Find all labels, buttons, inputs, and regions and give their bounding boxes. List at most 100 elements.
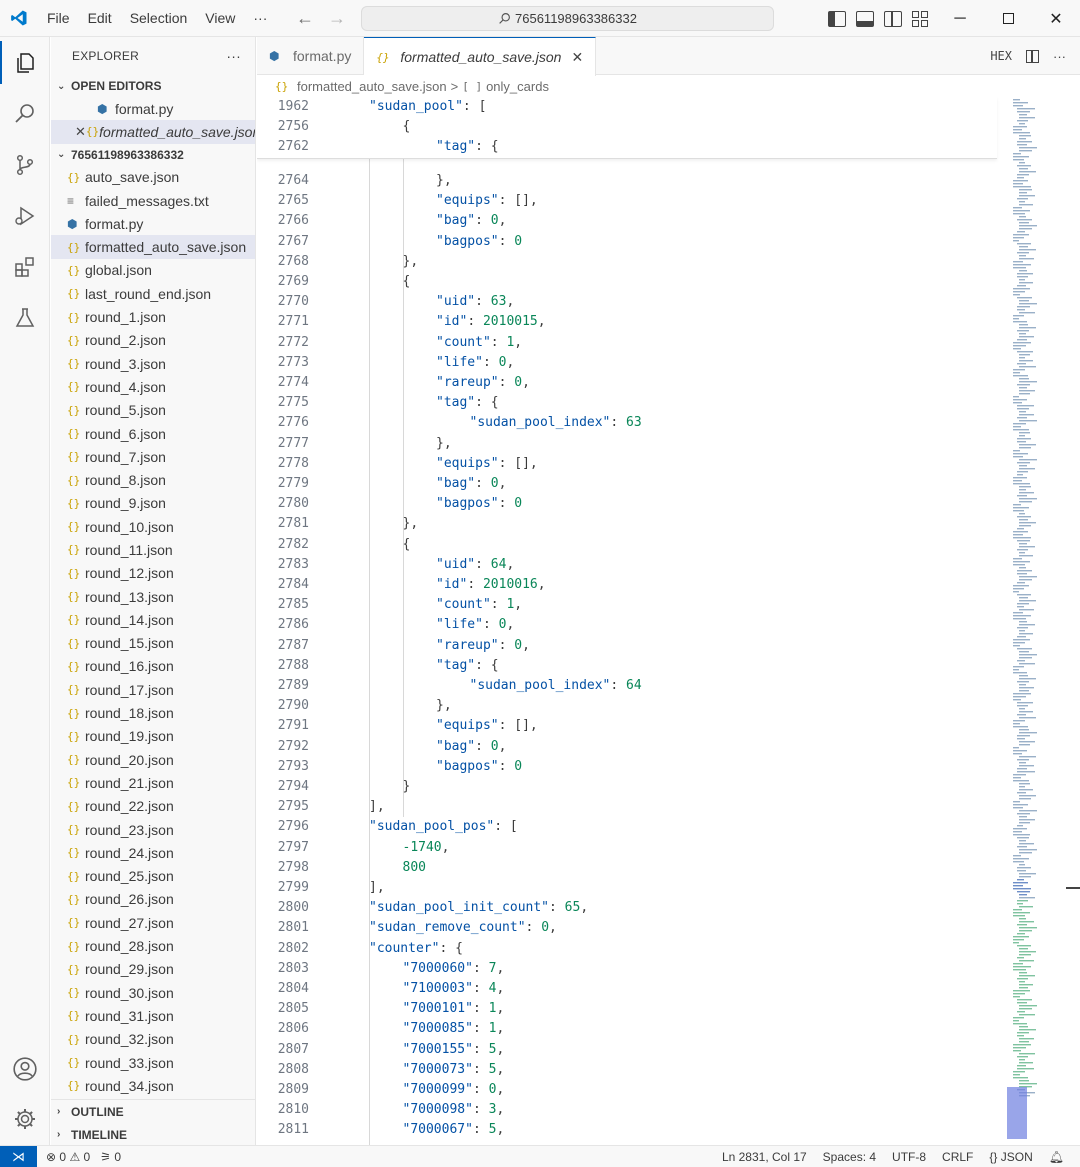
close-icon[interactable]: ✕ [75,123,86,139]
file-tree-item[interactable]: {}round_15.json [51,632,255,655]
file-tree-item[interactable]: {}auto_save.json [51,166,255,189]
outline-section[interactable]: › OUTLINE [51,1100,255,1123]
back-arrow-icon[interactable]: ← [296,8,314,28]
file-tree-item[interactable]: {}round_34.json [51,1074,255,1097]
file-tree-item[interactable]: {}round_22.json [51,795,255,818]
file-tree-item[interactable]: {}round_23.json [51,818,255,841]
ports-indicator[interactable]: ⚞ 0 [100,1150,121,1164]
tab-format-py[interactable]: ⬢ format.py [257,37,365,75]
run-debug-icon[interactable] [0,190,50,241]
toggle-panel-icon[interactable] [856,10,874,27]
file-tree-item[interactable]: {}round_20.json [51,748,255,771]
file-tree-item[interactable]: {}round_8.json [51,468,255,491]
customize-layout-icon[interactable] [912,10,928,27]
menu-item[interactable]: Edit [87,9,112,26]
open-editor-item[interactable]: ✕{}formatted_auto_save.json [51,120,255,144]
explorer-more-actions[interactable]: ··· [226,48,241,64]
vertical-scrollbar[interactable] [1066,97,1080,1145]
end-of-line[interactable]: CRLF [942,1150,974,1164]
file-tree-item[interactable]: {}round_10.json [51,515,255,538]
file-tree-item[interactable]: {}round_14.json [51,608,255,631]
testing-flask-icon[interactable] [0,292,50,343]
cursor-position[interactable]: Ln 2831, Col 17 [721,1150,807,1164]
tab-formatted-auto-save-json[interactable]: {} formatted_auto_save.json ✕ [364,37,597,76]
manage-gear-icon[interactable] [0,1093,50,1144]
file-tree-item[interactable]: ⬢format.py [51,212,255,235]
remote-indicator-icon[interactable]: ⋊ [0,1145,37,1167]
file-tree-item[interactable]: ≡failed_messages.txt [51,189,255,212]
minimap-line [1017,549,1028,551]
breadcrumb-file[interactable]: formatted_auto_save.json [297,78,447,94]
language-mode[interactable]: {} JSON [989,1150,1032,1164]
forward-arrow-icon[interactable]: → [328,8,346,28]
close-icon[interactable]: ✕ [1049,10,1063,28]
file-tree-item[interactable]: {}round_29.json [51,958,255,981]
file-tree-item[interactable]: {}round_24.json [51,841,255,864]
broadcast-icon: ⚞ [100,1149,111,1164]
code-editor[interactable]: 1962"sudan_pool": [2756{2762"tag": { 276… [257,97,1007,1145]
file-tree-item[interactable]: {}round_17.json [51,678,255,701]
accounts-icon[interactable] [0,1043,50,1094]
code-line: 2799], [257,878,997,898]
extensions-icon[interactable] [0,241,50,292]
file-tree-item[interactable]: {}round_28.json [51,934,255,957]
hex-editor-button[interactable]: HEX [990,49,1012,63]
minimap[interactable] [1007,97,1067,1145]
file-tree-item[interactable]: {}round_19.json [51,725,255,748]
problems-indicator[interactable]: ⊗ 0 ⚠ 0 [46,1150,90,1164]
toggle-secondary-sidebar-icon[interactable] [884,10,902,27]
maximize-icon[interactable] [984,0,1032,37]
file-tree-item[interactable]: {}round_11.json [51,538,255,561]
file-tree-item[interactable]: {}round_33.json [51,1051,255,1074]
file-tree-item[interactable]: {}round_18.json [51,701,255,724]
file-tree-item[interactable]: {}round_16.json [51,655,255,678]
menu-item[interactable]: ··· [253,9,268,26]
file-tree-item[interactable]: {}round_27.json [51,911,255,934]
file-tree-item[interactable]: {}formatted_auto_save.json [51,235,255,259]
explorer-icon[interactable] [0,37,50,88]
search-icon[interactable] [0,88,50,139]
notifications-bell-icon[interactable]: 🔔︎ [1048,1150,1064,1164]
file-tree-item[interactable]: {}round_32.json [51,1028,255,1051]
file-tree-item[interactable]: {}round_26.json [51,888,255,911]
menu-item[interactable]: File [47,9,70,26]
command-center-search[interactable]: 76561198963386332 [361,6,774,31]
more-actions-icon[interactable]: ··· [1053,48,1066,64]
minimap-line [1017,891,1030,893]
file-tree-item[interactable]: {}round_25.json [51,865,255,888]
close-tab-icon[interactable]: ✕ [571,48,584,65]
file-tree-item[interactable]: {}round_9.json [51,492,255,515]
menu-item[interactable]: Selection [129,9,188,26]
file-tree-item[interactable]: {}round_30.json [51,981,255,1004]
minimize-icon[interactable]: ─ [954,9,966,27]
file-tree-item[interactable]: {}round_31.json [51,1004,255,1027]
breadcrumb-node[interactable]: only_cards [486,78,549,94]
file-tree-item[interactable]: {}round_21.json [51,771,255,794]
toggle-primary-sidebar-icon[interactable] [828,10,846,27]
encoding[interactable]: UTF-8 [892,1150,927,1164]
minimap-line [1013,915,1025,917]
file-tree-item[interactable]: {}round_3.json [51,352,255,375]
timeline-section[interactable]: › TIMELINE [51,1123,255,1145]
file-tree-item[interactable]: {}round_4.json [51,375,255,398]
file-tree-item[interactable]: {}last_round_end.json [51,282,255,305]
file-tree-item[interactable]: {}round_5.json [51,399,255,422]
code-text: { [403,117,411,137]
open-editor-item[interactable]: ⬢format.py [51,97,255,120]
sticky-scroll-header[interactable]: 1962"sudan_pool": [2756{2762"tag": { [257,97,997,159]
split-editor-icon[interactable] [1026,49,1039,63]
open-editors-section[interactable]: ⌄ OPEN EDITORS [51,75,255,97]
file-tree-item[interactable]: {}round_13.json [51,585,255,608]
menu-item[interactable]: View [205,9,236,26]
workspace-folder-section[interactable]: ⌄ 76561198963386332 [51,144,255,166]
file-tree-item[interactable]: {}round_1.json [51,305,255,328]
file-tree-item[interactable]: {}round_7.json [51,445,255,468]
file-tree-item[interactable]: {}round_6.json [51,422,255,445]
source-control-icon[interactable] [0,139,50,190]
indentation[interactable]: Spaces: 4 [822,1150,877,1164]
file-tree-item[interactable]: {}round_2.json [51,329,255,352]
file-tree-item[interactable]: {}round_12.json [51,562,255,585]
file-tree-item[interactable]: {}global.json [51,259,255,282]
code-line: 2809"7000099": 0, [257,1080,997,1100]
